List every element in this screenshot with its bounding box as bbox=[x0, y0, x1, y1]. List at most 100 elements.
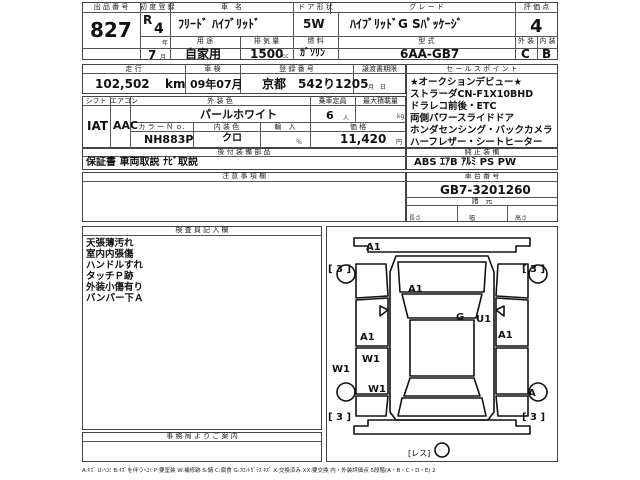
sales-point: ハーフレザー・シートヒーター bbox=[410, 137, 543, 148]
displacement-unit: cc bbox=[282, 53, 289, 60]
registration-number: 京都 542り1205 bbox=[262, 77, 369, 91]
mark-front-bumper: A1 bbox=[366, 242, 381, 253]
sales-point: ★オークションデビュー★ bbox=[410, 77, 523, 88]
genuine-equipment-label: 純 正 装 備 bbox=[464, 148, 500, 156]
footer-legend: A:ｷｽﾞ U:ﾍｺﾐ B:ｷｽﾞを伴うﾍｺﾐ P:要塗装 W:補修跡 S:錆 … bbox=[82, 468, 436, 474]
chassis-number: GB7-3201260 bbox=[440, 183, 531, 197]
color-code-label: カ ラ ー Ｎ ｏ. bbox=[138, 123, 185, 131]
seats-unit: 人 bbox=[343, 115, 350, 122]
usage: 自家用 bbox=[185, 47, 222, 61]
sales-points-list: ★オークションデビュー★ ストラーダCN-F1X10BHD ドラレコ前後・ETC… bbox=[410, 77, 553, 149]
inspector-note: 外装小傷有り bbox=[86, 282, 144, 293]
color-code: NH883P bbox=[144, 133, 194, 146]
dimensions-label: 諸 元 bbox=[471, 197, 493, 205]
mark-right-front-wheel: [ 3 ] bbox=[522, 264, 545, 275]
inspector-label: 検 査 員 記 入 欄 bbox=[175, 226, 229, 234]
chassis-number-label: 車 台 番 号 bbox=[464, 172, 500, 180]
sales-points-label: セ ー ル ス ポ イ ン ト bbox=[446, 65, 518, 73]
sales-point: ホンダセンシング・バックカメラ bbox=[410, 125, 553, 136]
inspector-note: 室内内張傷 bbox=[86, 249, 134, 260]
exterior-grade: C bbox=[521, 47, 530, 61]
notes-label: 注 意 事 項 欄 bbox=[222, 172, 266, 180]
header-grid bbox=[82, 2, 558, 60]
inspector-note: バンパー下Ａ bbox=[86, 293, 144, 304]
genuine-equipment: ABS ｴｱB ｱﾙﾐ PS PW bbox=[414, 157, 517, 168]
import-unit: ％ bbox=[296, 139, 303, 146]
price: 11,420 bbox=[340, 132, 387, 146]
notes-box bbox=[82, 172, 406, 222]
price-label: 価 格 bbox=[349, 123, 367, 131]
transfer-date: 月 日 bbox=[368, 84, 387, 91]
inspector-notes-list: 天張薄汚れ 室内内張傷 ハンドルすれ タッチＰ跡 外装小傷有り バンパー下Ａ bbox=[86, 238, 143, 304]
door-type-label: ド ア 形 状 bbox=[298, 3, 333, 11]
max-load-unit: kg bbox=[397, 113, 405, 120]
interior-grade: B bbox=[542, 47, 552, 61]
mileage: 102,502 bbox=[95, 77, 150, 91]
mark-windshield: G bbox=[456, 312, 464, 323]
fuel-label: 燃 料 bbox=[307, 37, 324, 45]
shift: IAT bbox=[87, 119, 109, 133]
inspection-date: 09年07月 bbox=[190, 78, 243, 91]
fuel: ｶﾞｿﾘﾝ bbox=[300, 48, 325, 59]
office-box bbox=[82, 432, 322, 462]
price-unit: 円 bbox=[396, 139, 403, 146]
grade-label: グ レ ー ド bbox=[409, 3, 444, 11]
height-label: 高さ bbox=[515, 215, 528, 222]
month-unit: 月 bbox=[160, 54, 167, 61]
inspector-note: タッチＰ跡 bbox=[86, 271, 134, 282]
mark-left-front-door: A1 bbox=[360, 332, 375, 343]
first-registration-label: 初 度 登 録 bbox=[140, 3, 175, 11]
inspection-label: 車 検 bbox=[204, 65, 221, 73]
mark-left-rear-wheel: [ 3 ] bbox=[328, 412, 351, 423]
sales-point: ドラレコ前後・ETC bbox=[410, 101, 497, 112]
mark-hood: A1 bbox=[408, 284, 423, 295]
grade: ﾊｲﾌﾞﾘｯﾄﾞG Sﾊﾟｯｹｰｼﾞ bbox=[350, 17, 463, 31]
interior-grade-label: 内 装 bbox=[539, 37, 556, 45]
displacement-label: 排 気 量 bbox=[253, 37, 280, 45]
exterior-color: パールホワイト bbox=[200, 108, 277, 121]
mark-right-front-door: A1 bbox=[498, 330, 513, 341]
width-label: 幅 bbox=[469, 215, 476, 222]
inspector-note: 天張薄汚れ bbox=[86, 238, 134, 249]
shift-label: シフト bbox=[85, 97, 107, 105]
lot-number-label: 出 品 番 号 bbox=[93, 3, 129, 11]
mark-left-rear-quarter: W1 bbox=[368, 384, 386, 395]
car-diagram-box bbox=[326, 226, 558, 462]
exterior-grade-label: 外 装 bbox=[517, 37, 535, 45]
displacement: 1500 bbox=[250, 47, 284, 61]
mark-left-quarter: W1 bbox=[332, 364, 350, 375]
ac: AAC bbox=[113, 119, 139, 132]
accessories: 保証書 車両取説 ﾅﾋﾞ取説 bbox=[86, 157, 198, 168]
spare-tire-note: [レス] bbox=[408, 449, 430, 458]
inspector-box bbox=[82, 226, 322, 430]
model: 6AA-GB7 bbox=[400, 47, 460, 61]
era-letter: R bbox=[143, 13, 153, 27]
ac-label: エアコン bbox=[110, 97, 138, 105]
car-name-label: 車 名 bbox=[221, 3, 242, 11]
sales-point: 両側パワースライドドア bbox=[410, 113, 515, 124]
length-label: 長さ bbox=[409, 215, 422, 222]
door-type: 5W bbox=[303, 17, 325, 31]
mileage-label: 走 行 bbox=[125, 65, 142, 73]
mark-left-front-wheel: [ 3 ] bbox=[328, 264, 351, 275]
mileage-grid bbox=[82, 64, 406, 94]
interior-color-label: 内 装 色 bbox=[213, 123, 240, 131]
max-load-label: 最大積載量 bbox=[363, 97, 398, 105]
office-label: 事 務 局 よ り ご 案 内 bbox=[166, 432, 238, 440]
model-label: 型 式 bbox=[418, 37, 435, 45]
sales-points-box bbox=[406, 64, 558, 148]
eval-score-label: 評 価 点 bbox=[523, 3, 550, 11]
seats: 6 bbox=[326, 109, 334, 122]
accessories-box bbox=[82, 148, 406, 170]
lot-number: 827 bbox=[90, 18, 132, 42]
mark-left-rear-door: W1 bbox=[362, 354, 380, 365]
transfer-label: 譲渡書期限 bbox=[362, 65, 397, 73]
mark-right-rear-wheel: [ 3 ] bbox=[522, 412, 545, 423]
usage-label: 用 途 bbox=[196, 37, 214, 45]
car-diagram: [ 3 ] [ 3 ] [ 3 ] [ 3 ] A1 A1 G U1 A1 A1… bbox=[328, 237, 548, 458]
seats-label: 乗車定員 bbox=[318, 97, 347, 105]
exterior-color-label: 外 装 色 bbox=[207, 97, 233, 105]
mark-right-rear-wheel-damage: A bbox=[528, 388, 536, 399]
import-label: 輸 入 bbox=[274, 123, 296, 131]
registration-label: 登 録 番 号 bbox=[279, 65, 314, 73]
